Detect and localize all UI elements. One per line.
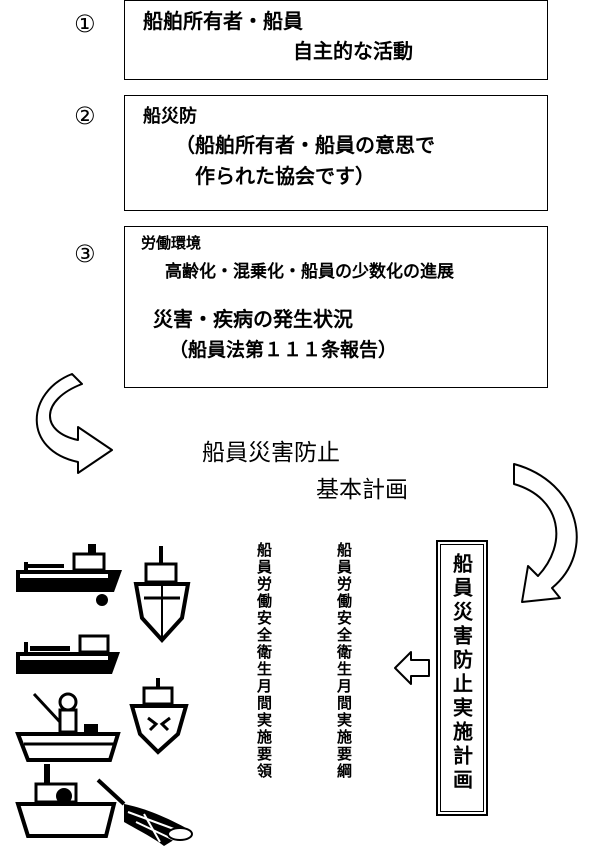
step-2-line1: 船災防 bbox=[143, 106, 197, 127]
ship-front-icon bbox=[133, 546, 191, 643]
step-3-line3: 災害・疾病の発生状況 bbox=[153, 307, 353, 331]
step-box-2: 船災防 （船舶所有者・船員の意思で 作られた協会です） bbox=[124, 95, 548, 211]
trawler-icon bbox=[15, 764, 193, 846]
basic-plan-title-line2: 基本計画 bbox=[316, 477, 408, 503]
monthly-outline-text: 船員労働安全衛生月間実施要綱 bbox=[335, 542, 353, 780]
step-box-3: 労働環境 高齢化・混乗化・船員の少数化の進展 災害・疾病の発生状況 （船員法第１… bbox=[124, 226, 548, 388]
fishing-boat-icon bbox=[15, 692, 121, 762]
step-2-line3: 作られた協会です） bbox=[195, 164, 375, 188]
implementation-plan-box: 船員災害防止実施計画 bbox=[436, 540, 488, 816]
step-number-3: ③ bbox=[74, 240, 96, 268]
curved-arrow-left-icon bbox=[35, 373, 113, 474]
step-number-1: ① bbox=[74, 10, 96, 38]
basic-plan-title-line1: 船員災害防止 bbox=[202, 440, 340, 466]
step-2-line2: （船舶所有者・船員の意思で bbox=[175, 133, 435, 157]
implementation-plan-text: 船員災害防止実施計画 bbox=[449, 553, 474, 793]
curved-arrow-right-icon bbox=[513, 463, 578, 603]
step-3-line4: （船員法第１１１条報告） bbox=[169, 339, 398, 361]
step-3-line2: 高齢化・混乗化・船員の少数化の進展 bbox=[165, 262, 454, 282]
coastal-ship-icon bbox=[16, 634, 120, 674]
patrol-boat-icon bbox=[129, 678, 189, 755]
arrow-left-icon bbox=[394, 651, 430, 685]
step-1-line2: 自主的な活動 bbox=[293, 39, 413, 63]
cargo-ship-icon bbox=[16, 544, 122, 606]
step-3-line1: 労働環境 bbox=[141, 234, 202, 252]
step-1-line1: 船舶所有者・船員 bbox=[143, 9, 303, 33]
monthly-guidelines-text: 船員労働安全衛生月間実施要領 bbox=[255, 542, 273, 780]
step-number-2: ② bbox=[74, 102, 96, 130]
step-box-1: 船舶所有者・船員 自主的な活動 bbox=[124, 0, 548, 80]
